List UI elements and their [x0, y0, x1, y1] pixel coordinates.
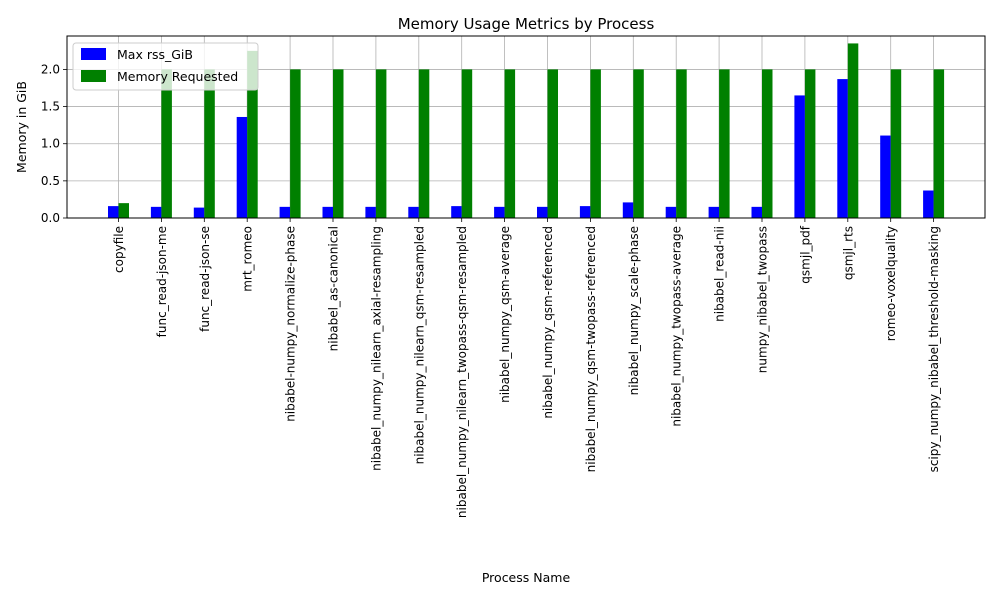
bar-max-rss: [365, 206, 376, 218]
chart-title: Memory Usage Metrics by Process: [398, 15, 655, 33]
x-tick-label: nibabel_numpy_qsm-twopass-referenced: [584, 226, 598, 472]
bar-memory-requested: [590, 69, 601, 218]
y-tick-label: 0.0: [41, 211, 60, 225]
bar-memory-requested: [247, 50, 258, 218]
x-tick-label: copyfile: [112, 226, 126, 273]
legend-swatch-max-rss: [81, 48, 106, 60]
x-tick-label: numpy_nibabel_twopass: [756, 226, 770, 373]
bar-max-rss: [880, 135, 891, 218]
bar-max-rss: [837, 79, 848, 218]
legend-label-max-rss: Max rss_GiB: [117, 47, 193, 62]
bar-memory-requested: [890, 69, 902, 218]
bar-max-rss: [579, 206, 591, 218]
bar-max-rss: [537, 206, 548, 218]
x-tick-label: nibabel_numpy_qsm-average: [498, 226, 512, 403]
bar-memory-requested: [676, 69, 687, 218]
legend: Max rss_GiB Memory Requested: [72, 42, 259, 91]
bar-memory-requested: [204, 69, 215, 218]
bar-max-rss: [794, 95, 805, 218]
bar-max-rss: [150, 206, 162, 218]
bar-memory-requested: [290, 69, 301, 218]
legend-label-memory-requested: Memory Requested: [117, 69, 238, 84]
bar-max-rss: [408, 206, 419, 218]
bar-max-rss: [708, 206, 720, 218]
bar-memory-requested: [161, 69, 172, 218]
bar-max-rss: [322, 206, 333, 218]
x-axis: copyfile func_read-json-me func_read-json-…: [112, 218, 941, 518]
bar-memory-requested: [633, 69, 644, 218]
x-tick-label: nibabel_numpy_nilearn_twopass-qsm-resamp…: [455, 226, 469, 518]
y-tick-label: 2.0: [41, 62, 60, 76]
bar-memory-requested: [418, 69, 430, 218]
legend-frame: [72, 42, 259, 91]
plot-frame: [66, 35, 986, 219]
bar-memory-requested: [461, 69, 473, 218]
x-tick-label: nibabel_read-nii: [713, 226, 727, 322]
bar-max-rss: [751, 206, 762, 218]
bar-memory-requested: [547, 69, 558, 218]
bar-max-rss: [108, 206, 119, 218]
bar-memory-requested: [847, 43, 859, 218]
bar-memory-requested: [504, 69, 516, 218]
y-axis: 0.0 0.5 1.0 1.5 2.0: [41, 62, 67, 225]
x-tick-label: nibabel_numpy_nilearn_qsm-resampled: [412, 226, 426, 464]
bar-max-rss: [923, 190, 934, 218]
x-tick-label: nibabel_numpy_nilearn_axial-resampling: [369, 226, 383, 471]
x-tick-label: func_read-json-me: [155, 226, 169, 337]
x-tick-label: nibabel-numpy_normalize-phase: [284, 226, 298, 422]
bar-max-rss: [451, 206, 462, 218]
bar-memory-requested: [804, 69, 816, 218]
bars: [108, 43, 945, 218]
bar-memory-requested: [719, 69, 730, 218]
x-tick-label: nibabel_as-canonical: [327, 226, 341, 351]
x-axis-label: Process Name: [482, 570, 571, 585]
x-tick-label: qsmjl_rts: [841, 226, 855, 280]
bar-max-rss: [494, 206, 505, 218]
x-tick-label: qsmjl_pdf: [798, 225, 812, 283]
bar-max-rss: [279, 206, 291, 218]
x-tick-label: romeo-voxelquality: [884, 226, 898, 341]
bar-memory-requested: [933, 69, 945, 218]
bar-memory-requested: [375, 69, 387, 218]
x-tick-label: nibabel_numpy_qsm-referenced: [541, 226, 555, 419]
y-axis-label: Memory in GiB: [14, 81, 29, 173]
x-tick-label: mrt_romeo: [241, 226, 255, 292]
x-tick-label: scipy_numpy_nibabel_threshold-masking: [927, 226, 941, 472]
bar-memory-requested: [118, 203, 129, 218]
bar-max-rss: [193, 207, 205, 218]
x-tick-label: nibabel_numpy_scale-phase: [627, 226, 641, 395]
y-tick-label: 1.0: [41, 137, 60, 151]
x-tick-label: nibabel_numpy_twopass-average: [670, 226, 684, 427]
y-tick-label: 1.5: [41, 100, 60, 114]
bar-max-rss: [665, 206, 677, 218]
bar-max-rss: [622, 202, 634, 218]
bar-memory-requested: [333, 69, 344, 218]
bar-memory-requested: [762, 69, 773, 218]
x-tick-label: func_read-json-se: [198, 226, 212, 332]
bar-max-rss: [236, 116, 248, 218]
legend-swatch-memory-requested: [81, 70, 106, 82]
y-tick-label: 0.5: [41, 174, 60, 188]
